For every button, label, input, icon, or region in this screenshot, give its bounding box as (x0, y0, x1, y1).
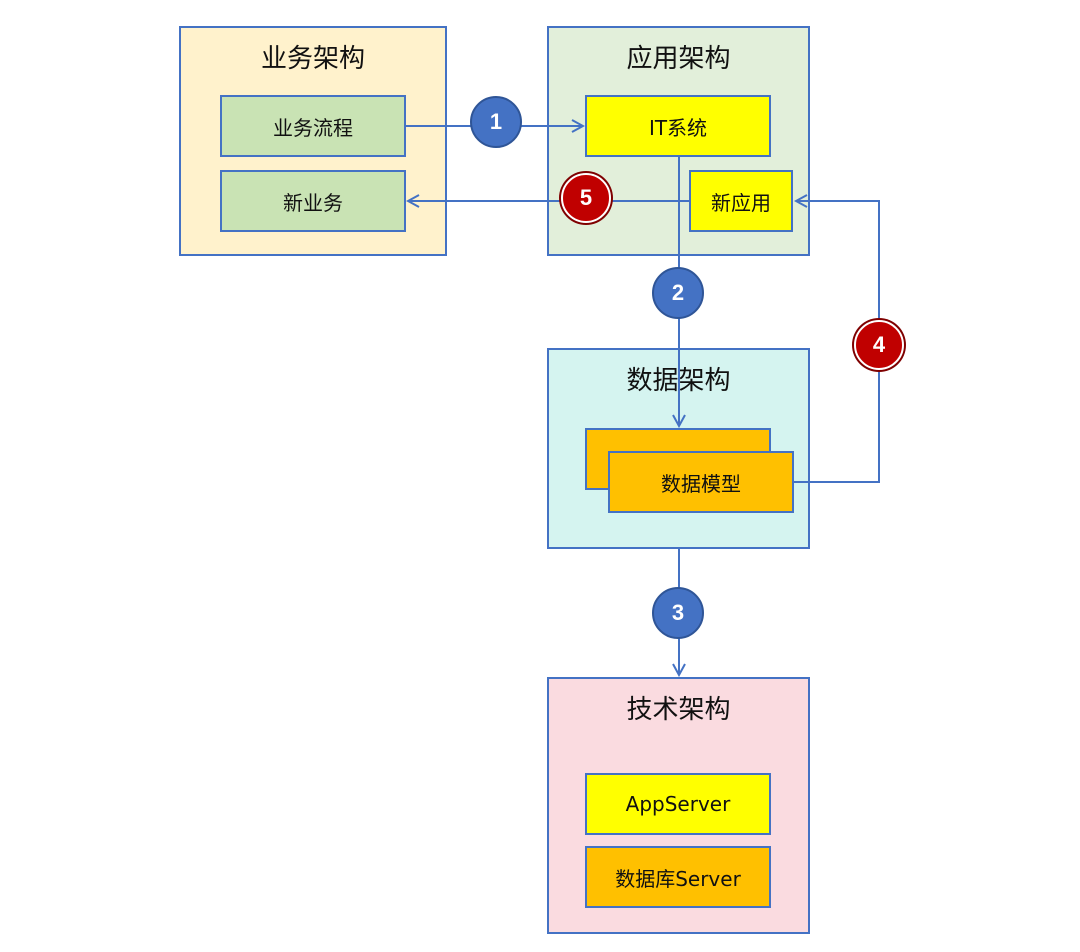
step-5-badge: 5 (561, 173, 611, 223)
it-system-box: IT系统 (585, 95, 771, 157)
application-architecture-title: 应用架构 (626, 44, 731, 74)
step-2-badge: 2 (652, 267, 704, 319)
step-3-badge: 3 (652, 587, 704, 639)
app-server-box: AppServer (585, 773, 771, 835)
db-server-box: 数据库Server (585, 846, 771, 908)
data-model-front-box: 数据模型 (608, 451, 794, 513)
step-4-badge: 4 (854, 320, 904, 370)
new-business-box: 新业务 (220, 170, 406, 232)
business-process-box: 业务流程 (220, 95, 406, 157)
new-app-box: 新应用 (689, 170, 793, 232)
step-1-badge: 1 (470, 96, 522, 148)
business-architecture-title: 业务架构 (260, 44, 365, 74)
tech-architecture-title: 技术架构 (626, 695, 731, 725)
